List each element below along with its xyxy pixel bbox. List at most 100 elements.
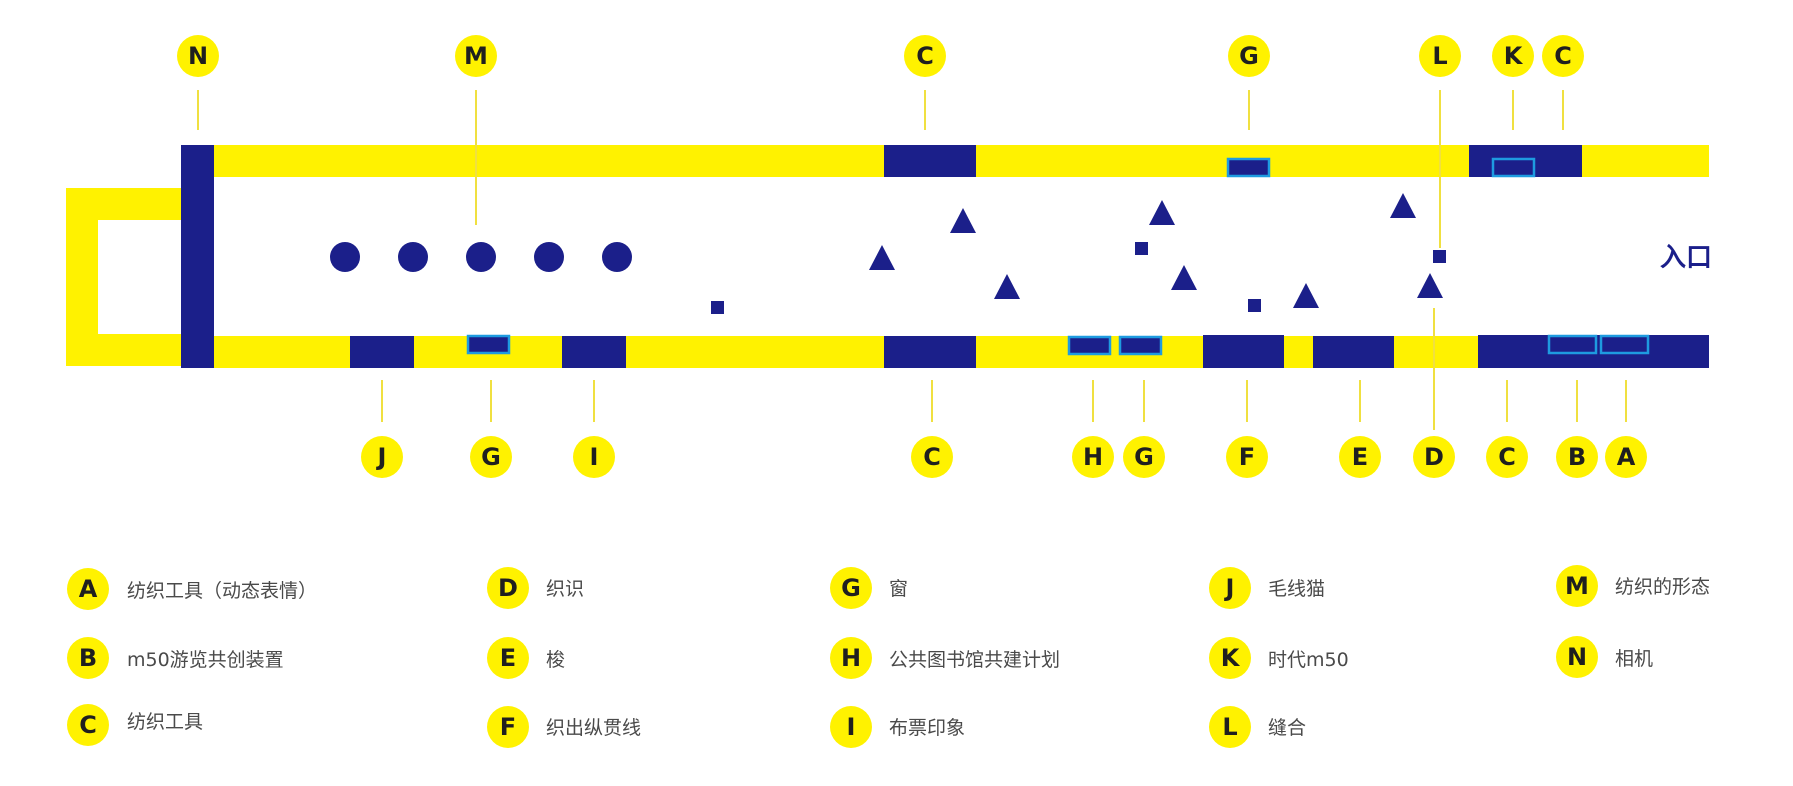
legend-letter: J xyxy=(1224,574,1235,602)
legend-letter: F xyxy=(500,713,516,741)
legend-item: M 纺织的形态 xyxy=(1556,565,1710,607)
bottom-block-j xyxy=(350,336,414,368)
marker-badge: A xyxy=(1605,436,1647,478)
triangle-exhibit xyxy=(1293,283,1319,308)
legend-label: 时代m50 xyxy=(1268,649,1349,671)
camera-block-n xyxy=(181,145,214,368)
legend-item: L 缝合 xyxy=(1209,706,1306,748)
legend-letter: D xyxy=(498,574,518,602)
weaving-form-circle xyxy=(398,242,428,272)
legend-item: H 公共图书馆共建计划 xyxy=(830,637,1060,679)
marker-letter: M xyxy=(464,42,488,70)
marker-letter: I xyxy=(590,443,599,471)
legend-item: D 织识 xyxy=(487,567,584,609)
window-bottom-b xyxy=(1547,334,1598,355)
window-bottom-a xyxy=(1599,334,1650,355)
legend-label: 布票印象 xyxy=(889,717,965,739)
marker-letter: G xyxy=(481,443,501,471)
marker-badge: K xyxy=(1492,35,1534,77)
marker-badge: F xyxy=(1226,436,1268,478)
marker-badge: N xyxy=(177,35,219,77)
marker-letter: E xyxy=(1352,443,1368,471)
square-exhibit xyxy=(1433,250,1446,263)
marker-letter: G xyxy=(1239,42,1259,70)
window-top-g xyxy=(1226,157,1271,178)
legend-letter: L xyxy=(1222,713,1237,741)
legend-letter: K xyxy=(1221,644,1241,672)
legend-label: 缝合 xyxy=(1268,717,1306,739)
marker-badge: M xyxy=(455,35,497,77)
weaving-form-circle xyxy=(330,242,360,272)
marker-letter: D xyxy=(1424,443,1444,471)
legend-letter: A xyxy=(79,575,98,603)
square-exhibit xyxy=(1135,242,1148,255)
legend-label: 纺织工具（动态表情） xyxy=(127,580,317,602)
marker-badge: E xyxy=(1339,436,1381,478)
triangle-exhibit xyxy=(1149,200,1175,225)
bottom-block-e xyxy=(1313,336,1394,368)
marker-letter: C xyxy=(916,42,934,70)
triangle-exhibit xyxy=(1390,193,1416,218)
marker-badge: I xyxy=(573,436,615,478)
marker-letter: A xyxy=(1617,443,1636,471)
legend-label: 纺织的形态 xyxy=(1615,576,1710,598)
weaving-form-circle xyxy=(602,242,632,272)
legend-label: 窗 xyxy=(889,578,908,600)
marker-badge: L xyxy=(1419,35,1461,77)
legend-item: N 相机 xyxy=(1556,636,1653,678)
bottom-block-c xyxy=(884,336,976,368)
legend-letter: E xyxy=(500,644,516,672)
bottom-markers: J G I C H G F E xyxy=(361,436,1647,478)
legend-label: 织识 xyxy=(546,578,584,600)
legend-label: m50游览共创装置 xyxy=(127,649,284,671)
marker-badge: G xyxy=(1123,436,1165,478)
square-exhibit xyxy=(1248,299,1261,312)
marker-letter: C xyxy=(1498,443,1516,471)
marker-letter: B xyxy=(1568,443,1586,471)
triangle-exhibit xyxy=(1417,273,1443,298)
marker-letter: F xyxy=(1239,443,1255,471)
legend-item: C 纺织工具 xyxy=(67,704,203,746)
legend: A 纺织工具（动态表情） B m50游览共创装置 C 纺织工具 D 织识 E 梭… xyxy=(67,565,1710,748)
top-markers: N M C G L K C xyxy=(177,35,1584,77)
interior-exhibits xyxy=(330,193,1446,314)
weaving-form-circle xyxy=(534,242,564,272)
triangle-exhibit xyxy=(994,274,1020,299)
legend-item: G 窗 xyxy=(830,567,908,609)
legend-label: 织出纵贯线 xyxy=(546,717,641,739)
legend-letter: I xyxy=(847,713,856,741)
marker-badge: J xyxy=(361,436,403,478)
marker-badge: C xyxy=(904,35,946,77)
legend-letter: B xyxy=(79,644,97,672)
top-block-c xyxy=(884,145,976,177)
marker-badge: C xyxy=(1486,436,1528,478)
legend-letter: H xyxy=(841,644,861,672)
legend-item: A 纺织工具（动态表情） xyxy=(67,568,317,610)
bottom-block-f xyxy=(1203,335,1284,368)
triangle-exhibit xyxy=(869,245,895,270)
legend-label: 梭 xyxy=(546,649,565,671)
window-bottom-g-right xyxy=(1118,335,1163,356)
leader-lines xyxy=(197,90,1627,430)
square-exhibit xyxy=(711,301,724,314)
triangle-exhibit xyxy=(1171,265,1197,290)
legend-letter: M xyxy=(1565,572,1589,600)
marker-badge: G xyxy=(1228,35,1270,77)
left-annex-side-wall xyxy=(66,188,98,366)
window-top-k xyxy=(1491,157,1536,178)
legend-item: E 梭 xyxy=(487,637,565,679)
legend-item: I 布票印象 xyxy=(830,706,965,748)
marker-letter: C xyxy=(1554,42,1572,70)
marker-letter: G xyxy=(1134,443,1154,471)
marker-badge: D xyxy=(1413,436,1455,478)
legend-letter: N xyxy=(1567,643,1587,671)
legend-label: 纺织工具 xyxy=(127,711,203,733)
marker-letter: H xyxy=(1083,443,1103,471)
marker-badge: C xyxy=(911,436,953,478)
window-bottom-g-left xyxy=(466,334,511,355)
legend-letter: C xyxy=(79,711,97,739)
legend-item: B m50游览共创装置 xyxy=(67,637,284,679)
marker-letter: J xyxy=(376,443,387,471)
legend-letter: G xyxy=(841,574,861,602)
